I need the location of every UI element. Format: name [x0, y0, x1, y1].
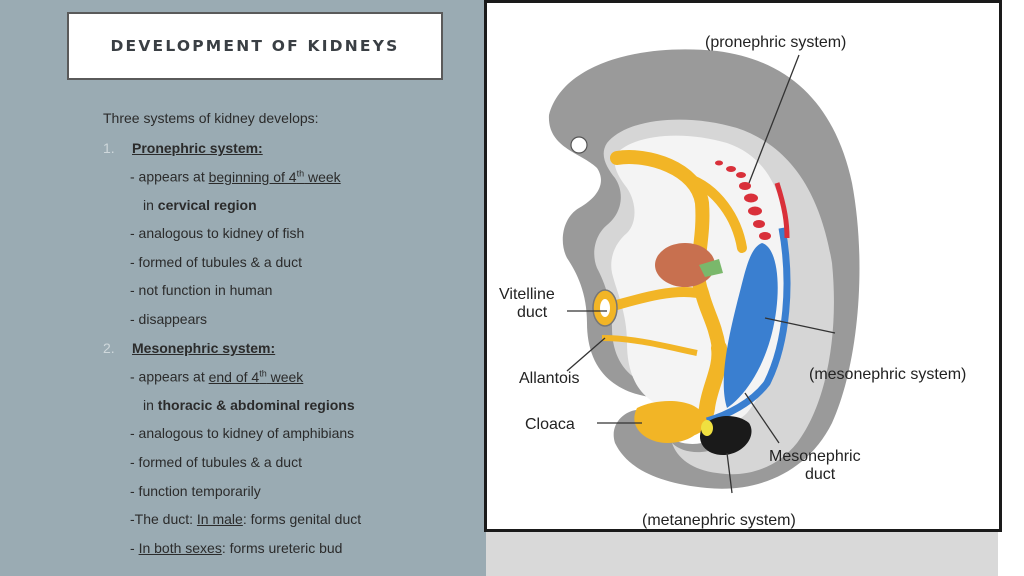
label-metanephric: (metanephric system): [642, 512, 796, 529]
text-fragment: : forms ureteric bud: [221, 540, 343, 556]
text-line: - formed of tubules & a duct: [130, 454, 302, 470]
page-title: DEVELOPMENT OF KIDNEYS: [110, 37, 400, 55]
leader-lines: [566, 54, 836, 494]
section-heading: Pronephric system:: [132, 140, 263, 156]
left-panel: [0, 0, 486, 576]
list-item-pronephric: 1. Pronephric system:: [103, 140, 263, 156]
list-number: 2.: [103, 340, 115, 356]
text-line: - formed of tubules & a duct: [130, 254, 302, 270]
liver-bud: [699, 259, 723, 277]
label-mesonephric-duct-2: duct: [805, 466, 836, 483]
embryo-kidney-figure: (pronephric system) Vitelline duct Allan…: [484, 0, 1002, 532]
underlined-text: end of 4th week: [208, 368, 304, 385]
text-line: in cervical region: [143, 197, 257, 213]
text-line: - In both sexes: forms ureteric bud: [130, 540, 342, 556]
gut-top: [682, 173, 747, 253]
label-mesonephric-system: (mesonephric system): [809, 366, 966, 383]
mesonephric-tissue: [723, 243, 778, 408]
text-line: - function temporarily: [130, 483, 261, 499]
gut: [610, 150, 726, 355]
pronephric-tubules: [715, 160, 771, 240]
text-line: - not function in human: [130, 282, 273, 298]
bottom-strip: [486, 532, 998, 576]
label-allantois: Allantois: [519, 370, 579, 387]
text-line: - analogous to kidney of amphibians: [130, 425, 355, 441]
label-mesonephric-duct: Mesonephric: [769, 448, 861, 465]
text-line: - disappears: [130, 311, 208, 327]
label-cloaca: Cloaca: [525, 416, 575, 433]
mesonephric-duct: [705, 227, 791, 425]
label-pronephric: (pronephric system): [705, 34, 846, 51]
underlined-text: In both sexes: [138, 540, 222, 556]
bold-text: thoracic & abdominal regions: [157, 397, 355, 413]
text-line: - analogous to kidney of fish: [130, 225, 305, 241]
text-line: - appears at beginning of 4th week: [130, 168, 341, 185]
text-fragment: - appears at: [130, 368, 209, 385]
list-number: 1.: [103, 140, 115, 156]
cloaca: [634, 401, 704, 443]
metanephric-blastema: [699, 416, 752, 456]
section-heading: Mesonephric system:: [132, 340, 276, 356]
label-vitelline: Vitelline: [499, 286, 555, 303]
embryo-diagram: (pronephric system) Vitelline duct Allan…: [499, 34, 966, 529]
list-item-mesonephric: 2. Mesonephric system:: [103, 340, 275, 356]
label-vitelline-duct: duct: [517, 304, 548, 321]
text-fragment: in: [143, 397, 158, 413]
liver: [655, 243, 715, 287]
text-line: - appears at end of 4th week: [130, 368, 303, 385]
text-fragment: -The duct:: [130, 511, 197, 527]
bold-text: cervical region: [157, 197, 257, 213]
intro-text: Three systems of kidney develops:: [103, 110, 319, 126]
pronephric-duct: [774, 182, 790, 239]
text-fragment: - appears at: [130, 168, 209, 185]
text-fragment: : forms genital duct: [242, 511, 362, 527]
allantois: [601, 335, 698, 356]
ureteric-bud: [701, 420, 713, 436]
eye-spot: [570, 136, 588, 154]
text-line: -The duct: In male: forms genital duct: [130, 511, 361, 527]
text-line: in thoracic & abdominal regions: [143, 397, 355, 413]
text-fragment: in: [143, 197, 158, 213]
underlined-text: beginning of 4th week: [208, 168, 341, 185]
vitelline-lumen: [600, 299, 610, 317]
underlined-text: In male: [196, 511, 243, 527]
text-fragment: -: [130, 540, 139, 556]
title-box: DEVELOPMENT OF KIDNEYS: [67, 12, 443, 80]
